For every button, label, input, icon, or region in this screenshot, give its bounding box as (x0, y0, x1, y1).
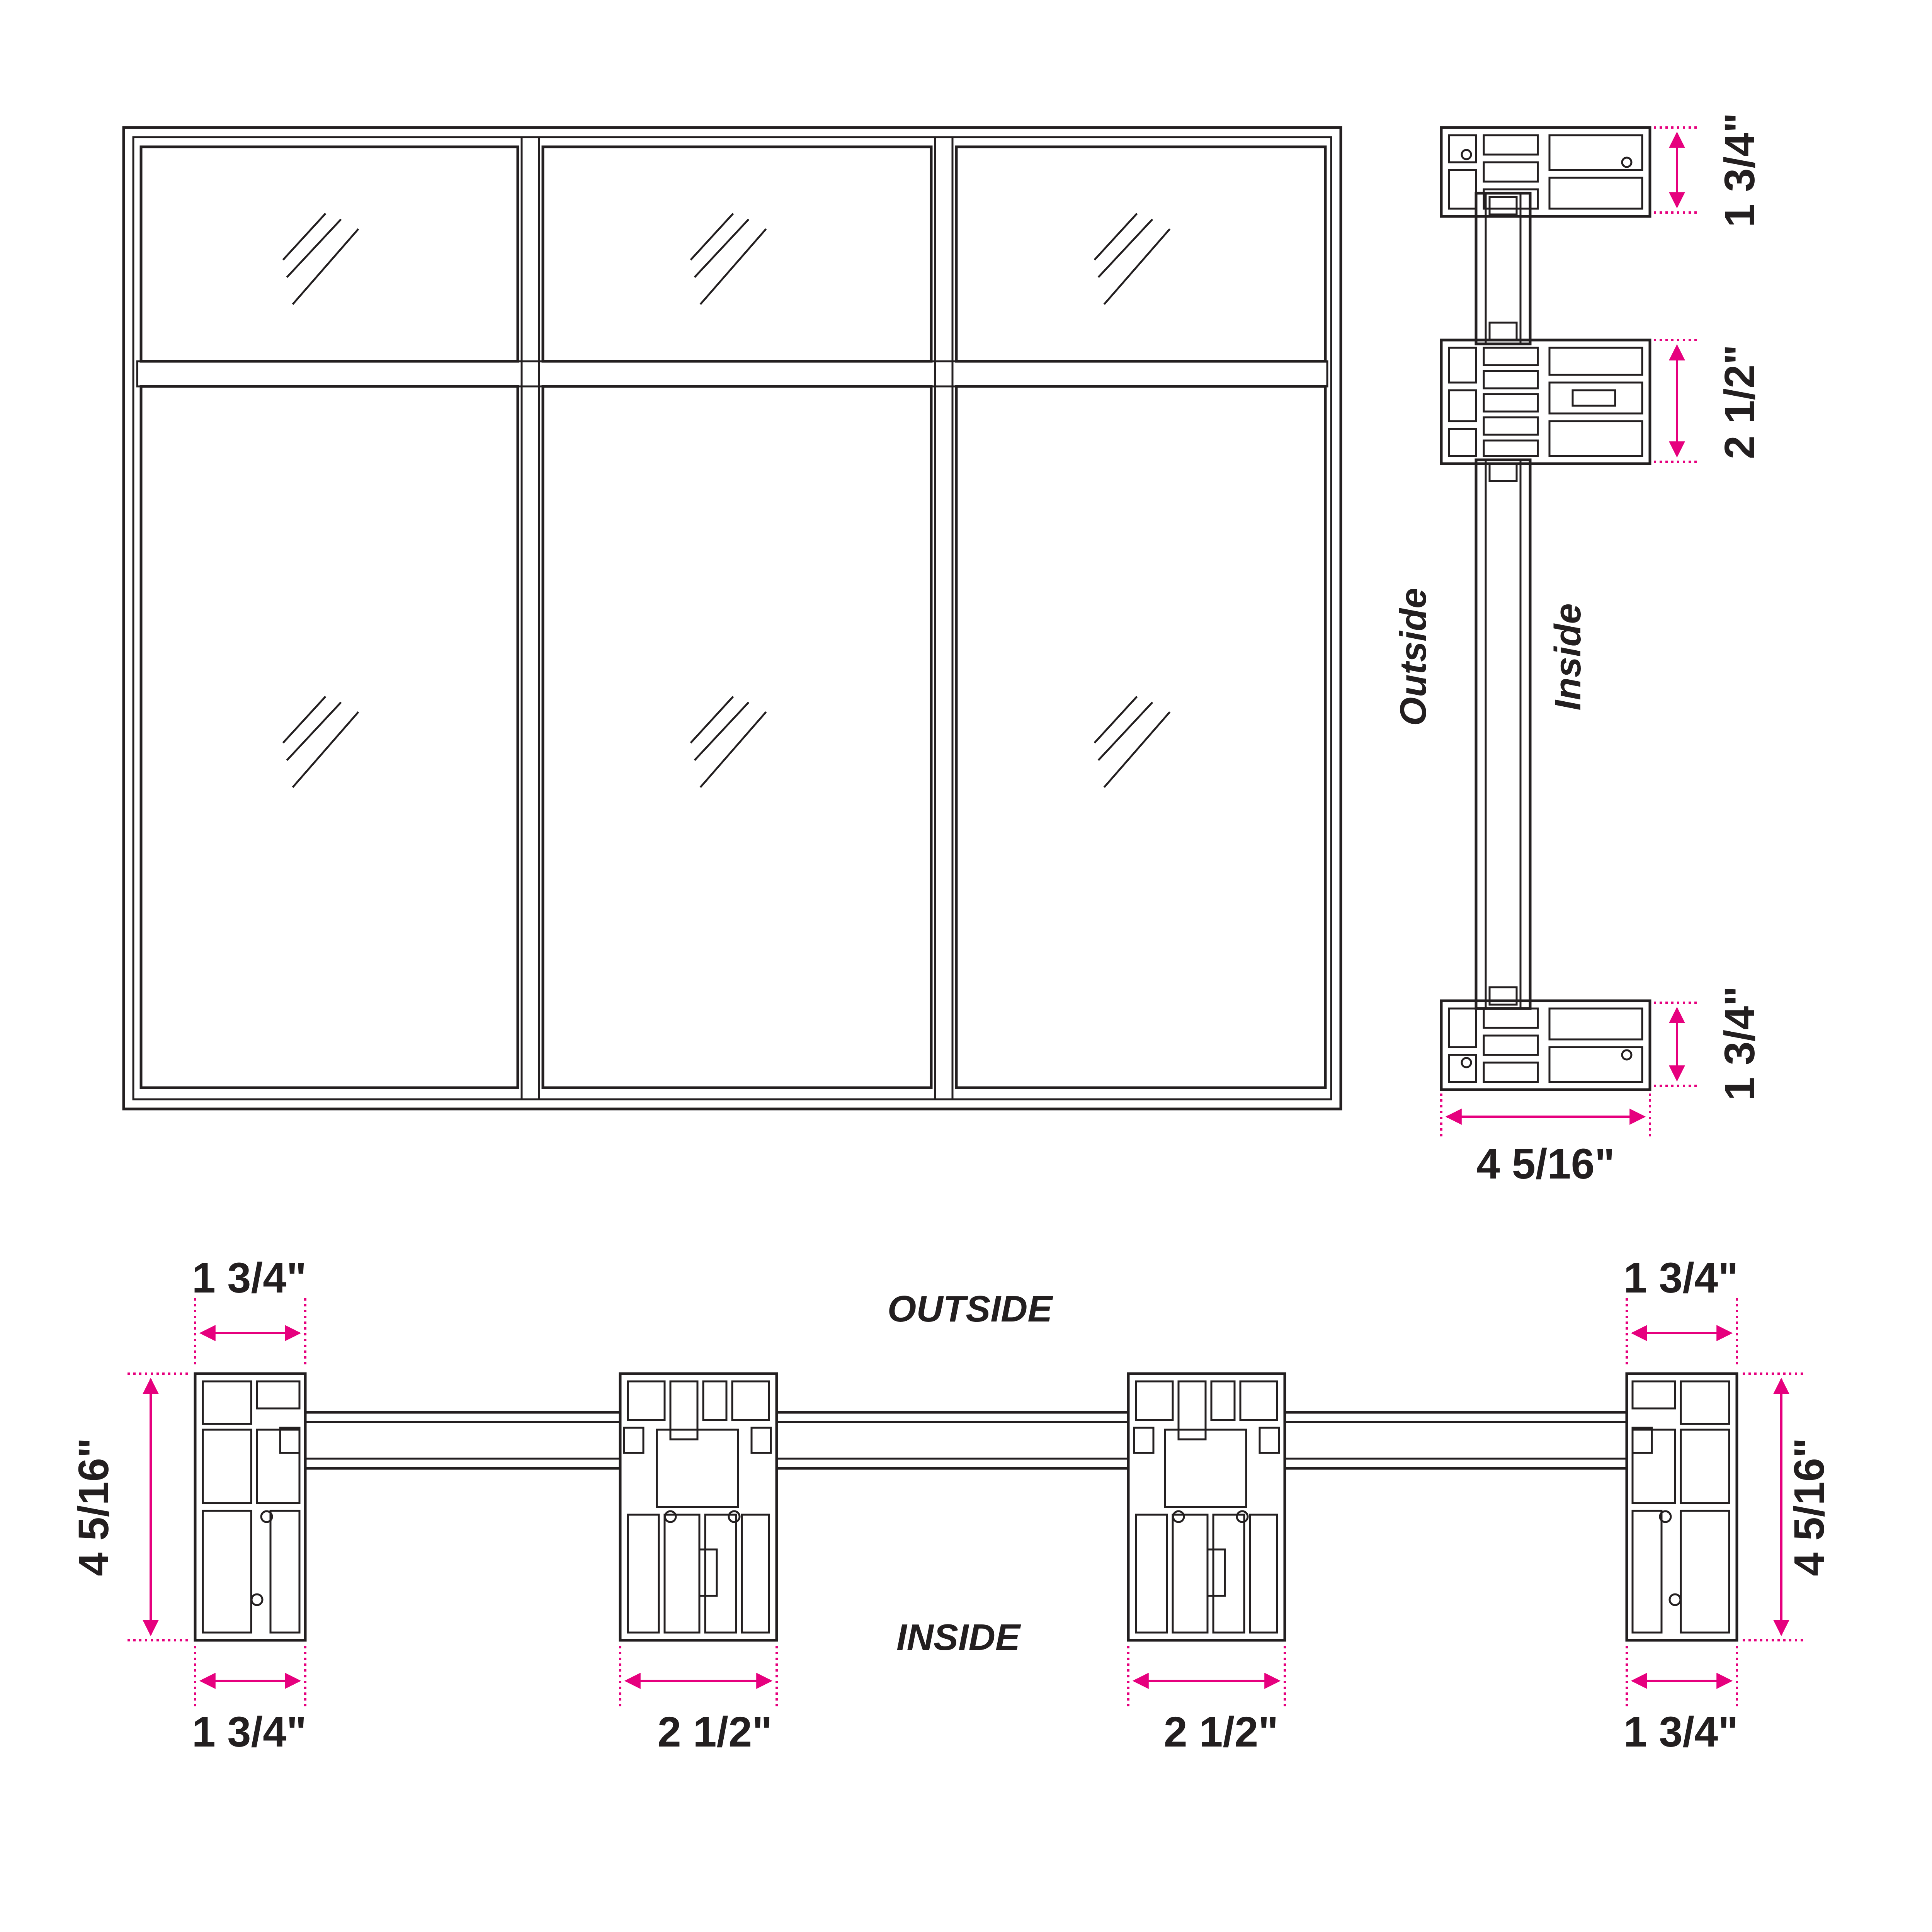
glass-hatch-icon (690, 696, 767, 788)
glass-hatch-icon (1094, 213, 1171, 305)
dim-depth-vertical: 4 5/16" (1440, 1094, 1651, 1188)
transom-profile (1440, 338, 1651, 465)
dim-right-top-label: 1 3/4" (1624, 1254, 1738, 1302)
head-profile (1440, 126, 1651, 218)
dim-left-bottom: 1 3/4" (192, 1646, 307, 1756)
vertical-glass-units (1475, 192, 1532, 1010)
dim-depth-left-label: 4 5/16" (70, 1438, 117, 1576)
glass-pane (541, 145, 933, 363)
outer-frame-inner-edge (132, 136, 1332, 1100)
glass-pane (139, 145, 519, 363)
dim-left-top-label: 1 3/4" (192, 1254, 307, 1302)
horizontal-label-inside: INSIDE (896, 1617, 1021, 1658)
dim-sill-label: 1 3/4" (1716, 986, 1764, 1101)
glass-hatch-icon (282, 696, 359, 788)
elevation-panes (136, 136, 1328, 1100)
mullion-2-profile (1127, 1372, 1286, 1642)
vertical-label-outside: Outside (1393, 588, 1434, 726)
dim-depth-vertical-label: 4 5/16" (1476, 1140, 1615, 1188)
dim-transom: 2 1/2" (1654, 339, 1764, 463)
dim-right-bottom: 1 3/4" (1624, 1646, 1738, 1756)
window-elevation (122, 126, 1342, 1111)
dim-head: 1 3/4" (1654, 113, 1764, 228)
outer-frame (122, 126, 1342, 1111)
mullion-1-profile (619, 1372, 778, 1642)
dim-depth-left: 4 5/16" (70, 1372, 189, 1641)
dim-mullion-2: 2 1/2" (1127, 1646, 1286, 1756)
glass-pane (955, 145, 1327, 363)
horizontal-label-outside: OUTSIDE (888, 1288, 1054, 1330)
glass-hatch-icon (282, 213, 359, 305)
dim-left-top: 1 3/4" (192, 1254, 307, 1368)
elevation-mullion (520, 136, 540, 1100)
dim-depth-right: 4 5/16" (1743, 1372, 1833, 1641)
dim-mullion-1: 2 1/2" (619, 1646, 778, 1756)
horizontal-glass-units (279, 1411, 1653, 1470)
dim-right-bottom-label: 1 3/4" (1624, 1708, 1738, 1756)
dim-left-bottom-label: 1 3/4" (192, 1708, 307, 1756)
glass-hatch-icon (1094, 696, 1171, 788)
dim-mullion-1-label: 2 1/2" (658, 1708, 772, 1756)
glass-pane (955, 385, 1327, 1089)
sill-profile (1440, 999, 1651, 1091)
dim-sill: 1 3/4" (1654, 986, 1764, 1101)
dim-right-top: 1 3/4" (1624, 1254, 1738, 1368)
horizontal-section: OUTSIDE INSIDE (70, 1254, 1833, 1756)
dim-depth-right-label: 4 5/16" (1786, 1438, 1833, 1576)
glass-pane (139, 385, 519, 1089)
glass-pane (541, 385, 933, 1089)
elevation-transom (136, 360, 1328, 388)
left-jamb-profile (194, 1372, 307, 1642)
dim-mullion-2-label: 2 1/2" (1164, 1708, 1279, 1756)
vertical-section: Outside Inside 1 3/4" 2 1/2" 1 3/4" (1393, 113, 1764, 1188)
dim-head-label: 1 3/4" (1716, 113, 1764, 228)
glass-hatch-icon (690, 213, 767, 305)
right-jamb-profile (1625, 1372, 1738, 1642)
elevation-mullion (934, 136, 954, 1100)
dim-transom-label: 2 1/2" (1716, 345, 1764, 459)
vertical-label-inside: Inside (1547, 603, 1588, 710)
